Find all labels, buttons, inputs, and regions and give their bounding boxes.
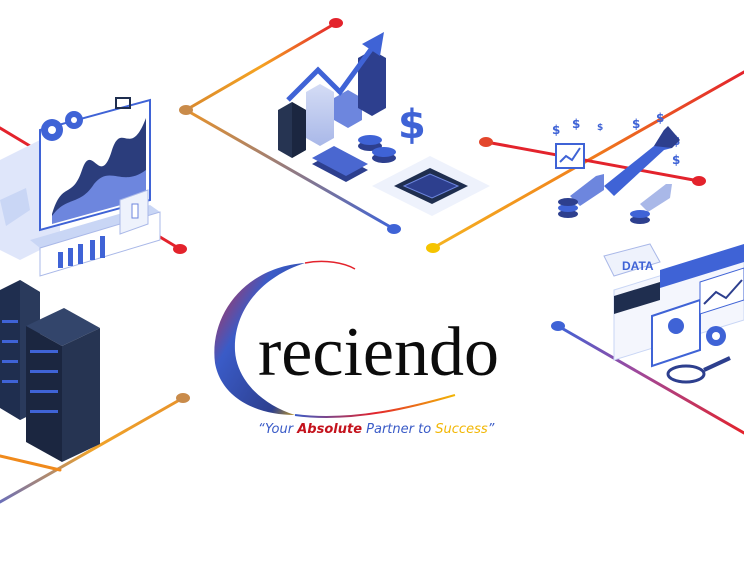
- server-icon: [0, 280, 100, 462]
- tagline-success: Success: [435, 422, 488, 437]
- chart-icon: [555, 143, 585, 169]
- network-nodes: [173, 18, 706, 403]
- svg-text:$: $: [656, 111, 664, 125]
- data-dashboard-illustration: DATA: [603, 243, 744, 384]
- magnifier-icon: [666, 356, 731, 384]
- tagline-open-quote: “: [258, 422, 266, 437]
- svg-text:$: $: [572, 117, 580, 131]
- tagline-absolute: Absolute: [297, 422, 363, 437]
- brand-tagline: “Your Absolute Partner to Success”: [258, 422, 494, 437]
- crescent-logo-mark: [214, 260, 456, 418]
- gear-icon: [41, 111, 83, 141]
- svg-text:$: $: [632, 117, 640, 131]
- dashboard-illustration: [0, 97, 161, 277]
- svg-text:$: $: [597, 123, 603, 133]
- tagline-your: Your: [265, 422, 298, 437]
- coin-icon: [558, 198, 650, 224]
- data-card-label: DATA: [622, 259, 654, 273]
- tagline-close-quote: ”: [487, 422, 495, 437]
- financial-growth-illustration: $ $ $ $ $ $ $: [552, 111, 680, 224]
- tagline-partner-to: Partner to: [362, 422, 436, 437]
- svg-text:$: $: [672, 153, 680, 167]
- coin-icon: [358, 135, 396, 163]
- brand-wordmark: reciendo: [258, 314, 499, 391]
- chip-icon: [372, 156, 490, 216]
- growth-chart-illustration: $: [278, 32, 490, 216]
- arrow-up-icon: [604, 130, 672, 196]
- gear-icon: [706, 326, 726, 346]
- network-lines: [0, 21, 744, 504]
- dollar-icon: $: [398, 102, 426, 148]
- svg-text:$: $: [552, 123, 560, 137]
